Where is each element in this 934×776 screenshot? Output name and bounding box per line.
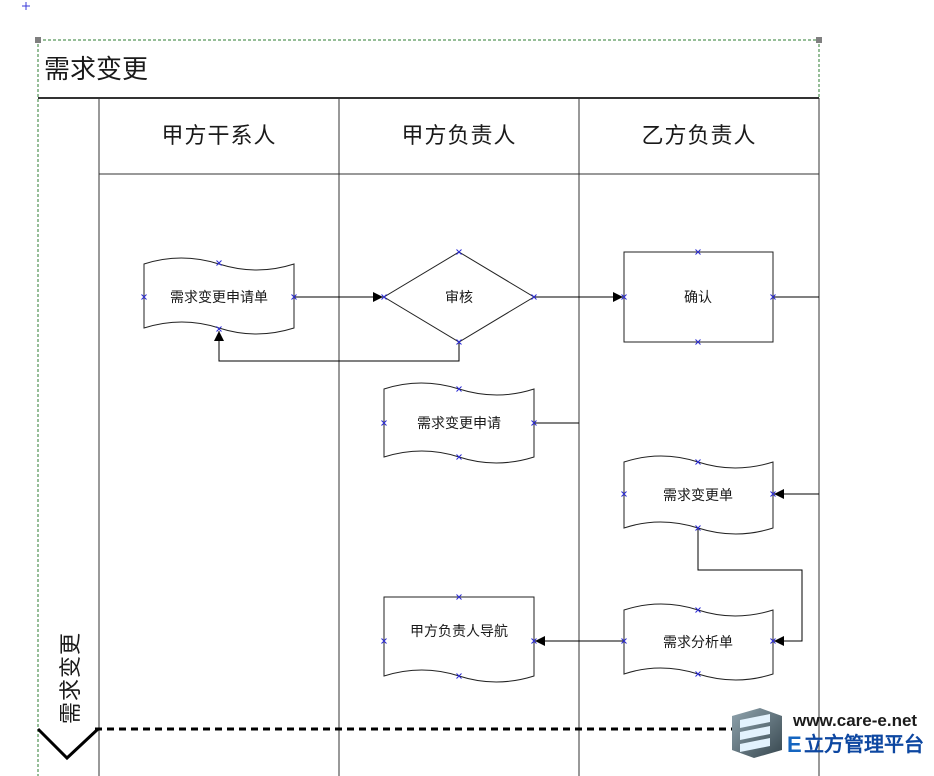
connection-point (456, 673, 462, 679)
connection-points (141, 249, 776, 679)
connection-point (531, 638, 537, 644)
side-label: 需求变更 (59, 632, 84, 724)
connection-point (621, 638, 627, 644)
connection-point (770, 294, 776, 300)
connection-point (695, 525, 701, 531)
watermark-name: 立方管理平台 (804, 732, 924, 756)
connection-point (216, 326, 222, 332)
connection-point (695, 459, 701, 465)
node-analysis-form[interactable]: 需求分析单 (623, 603, 774, 681)
node-request-form[interactable]: 需求变更申请单 (143, 257, 295, 335)
node-change-form-label: 需求变更单 (663, 488, 733, 504)
node-confirm[interactable]: 确认 (623, 251, 774, 343)
connection-point (141, 294, 147, 300)
node-analysis-form-label: 需求分析单 (663, 635, 733, 651)
connection-point (456, 249, 462, 255)
connection-point (621, 491, 627, 497)
watermark-letter: E (787, 732, 802, 757)
side-label-group: 需求变更 (59, 632, 84, 724)
node-change-form[interactable]: 需求变更单 (623, 455, 774, 535)
node-review[interactable]: 审核 (383, 251, 535, 343)
connection-point (695, 249, 701, 255)
lane-header-client-stakeholder: 甲方干系人 (161, 124, 276, 149)
resize-handle-top-right[interactable] (816, 37, 822, 43)
connection-point (216, 260, 222, 266)
connection-point (770, 491, 776, 497)
connection-point (456, 454, 462, 460)
lane-header-vendor-owner: 乙方负责人 (641, 124, 756, 149)
node-request-label: 需求变更申请 (417, 416, 501, 432)
edge-change-form-to-analysis[interactable] (697, 528, 803, 646)
connection-point (770, 638, 776, 644)
connection-point (291, 294, 297, 300)
connection-point (695, 339, 701, 345)
node-request[interactable]: 需求变更申请 (383, 382, 535, 464)
node-review-label: 审核 (445, 290, 473, 306)
node-nav-label: 甲方负责人导航 (410, 624, 508, 640)
node-nav[interactable]: 甲方负责人导航 (383, 596, 535, 683)
watermark-url: www.care-e.net (792, 711, 917, 730)
node-confirm-label: 确认 (684, 290, 712, 306)
connection-point (456, 594, 462, 600)
connection-point (456, 339, 462, 345)
chevron-down-icon (36, 727, 100, 761)
connection-point (695, 607, 701, 613)
connection-point (381, 294, 387, 300)
watermark: www.care-e.net E 立方管理平台 (732, 708, 924, 758)
pool-title: 需求变更 (44, 55, 148, 85)
node-request-form-label: 需求变更申请单 (170, 290, 268, 306)
lane-header-client-owner: 甲方负责人 (401, 124, 516, 149)
connection-point (531, 294, 537, 300)
connection-point (531, 420, 537, 426)
connection-point (621, 294, 627, 300)
resize-handle-top-left[interactable] (35, 37, 41, 43)
edge-review-back-to-request-form[interactable] (214, 331, 460, 362)
origin-marker (22, 2, 30, 10)
brand-logo-icon (732, 708, 782, 758)
connection-point (381, 420, 387, 426)
connection-point (456, 386, 462, 392)
connection-point (381, 638, 387, 644)
connection-point (695, 671, 701, 677)
